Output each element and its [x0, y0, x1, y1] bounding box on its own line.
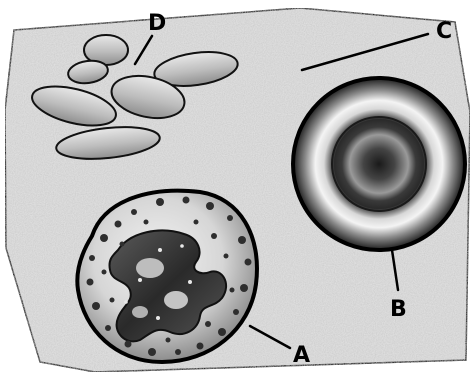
- label-d: D: [148, 11, 166, 36]
- white-blood-cell: [77, 191, 257, 362]
- red-blood-cell: [293, 78, 465, 250]
- label-b: B: [390, 297, 407, 322]
- label-c: C: [436, 19, 452, 44]
- label-a: A: [293, 343, 310, 368]
